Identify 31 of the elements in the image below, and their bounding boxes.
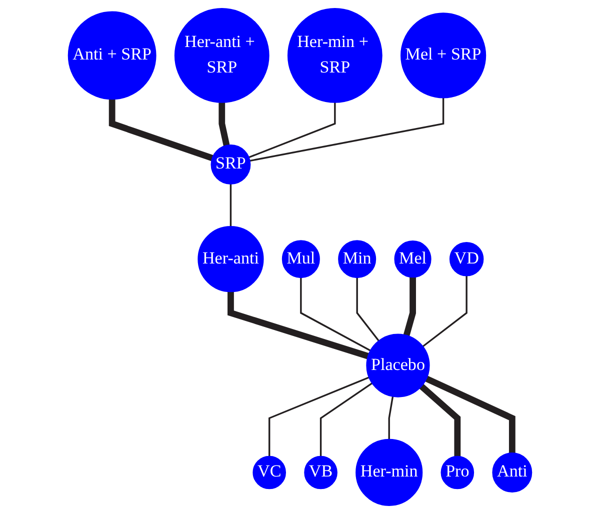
connector	[403, 277, 416, 336]
node-circle: VD	[449, 242, 484, 276]
connector	[356, 278, 380, 342]
node-circle: SRP	[210, 144, 251, 184]
connector	[422, 276, 468, 348]
connector	[268, 376, 370, 456]
node-circle: Mel + SRP	[400, 12, 486, 98]
connector	[388, 396, 394, 440]
node-circle: Mul	[282, 240, 320, 278]
node-circle: Her-min	[356, 438, 423, 506]
node-circle: Her-min + SRP	[287, 8, 382, 103]
node-circle: Min	[338, 240, 376, 278]
connector	[419, 384, 461, 456]
connector	[250, 98, 444, 162]
node-circle: Her-anti	[198, 226, 264, 292]
node-circle: Anti	[492, 452, 532, 492]
node-circle: Pro	[440, 456, 474, 490]
node-circle: Placebo	[366, 334, 430, 398]
node-circle: Mel	[394, 240, 432, 278]
node-circle: VB	[304, 456, 338, 490]
node-circle: Her-anti + SRP	[174, 8, 270, 103]
connector	[248, 102, 336, 158]
connector	[228, 292, 370, 360]
connector	[218, 102, 230, 146]
node-circle: Anti + SRP	[68, 11, 156, 100]
node-circle: VC	[252, 456, 286, 490]
connector	[425, 376, 516, 454]
connector	[108, 99, 214, 162]
connector	[320, 382, 373, 456]
connector	[230, 184, 232, 227]
connector	[300, 278, 371, 352]
